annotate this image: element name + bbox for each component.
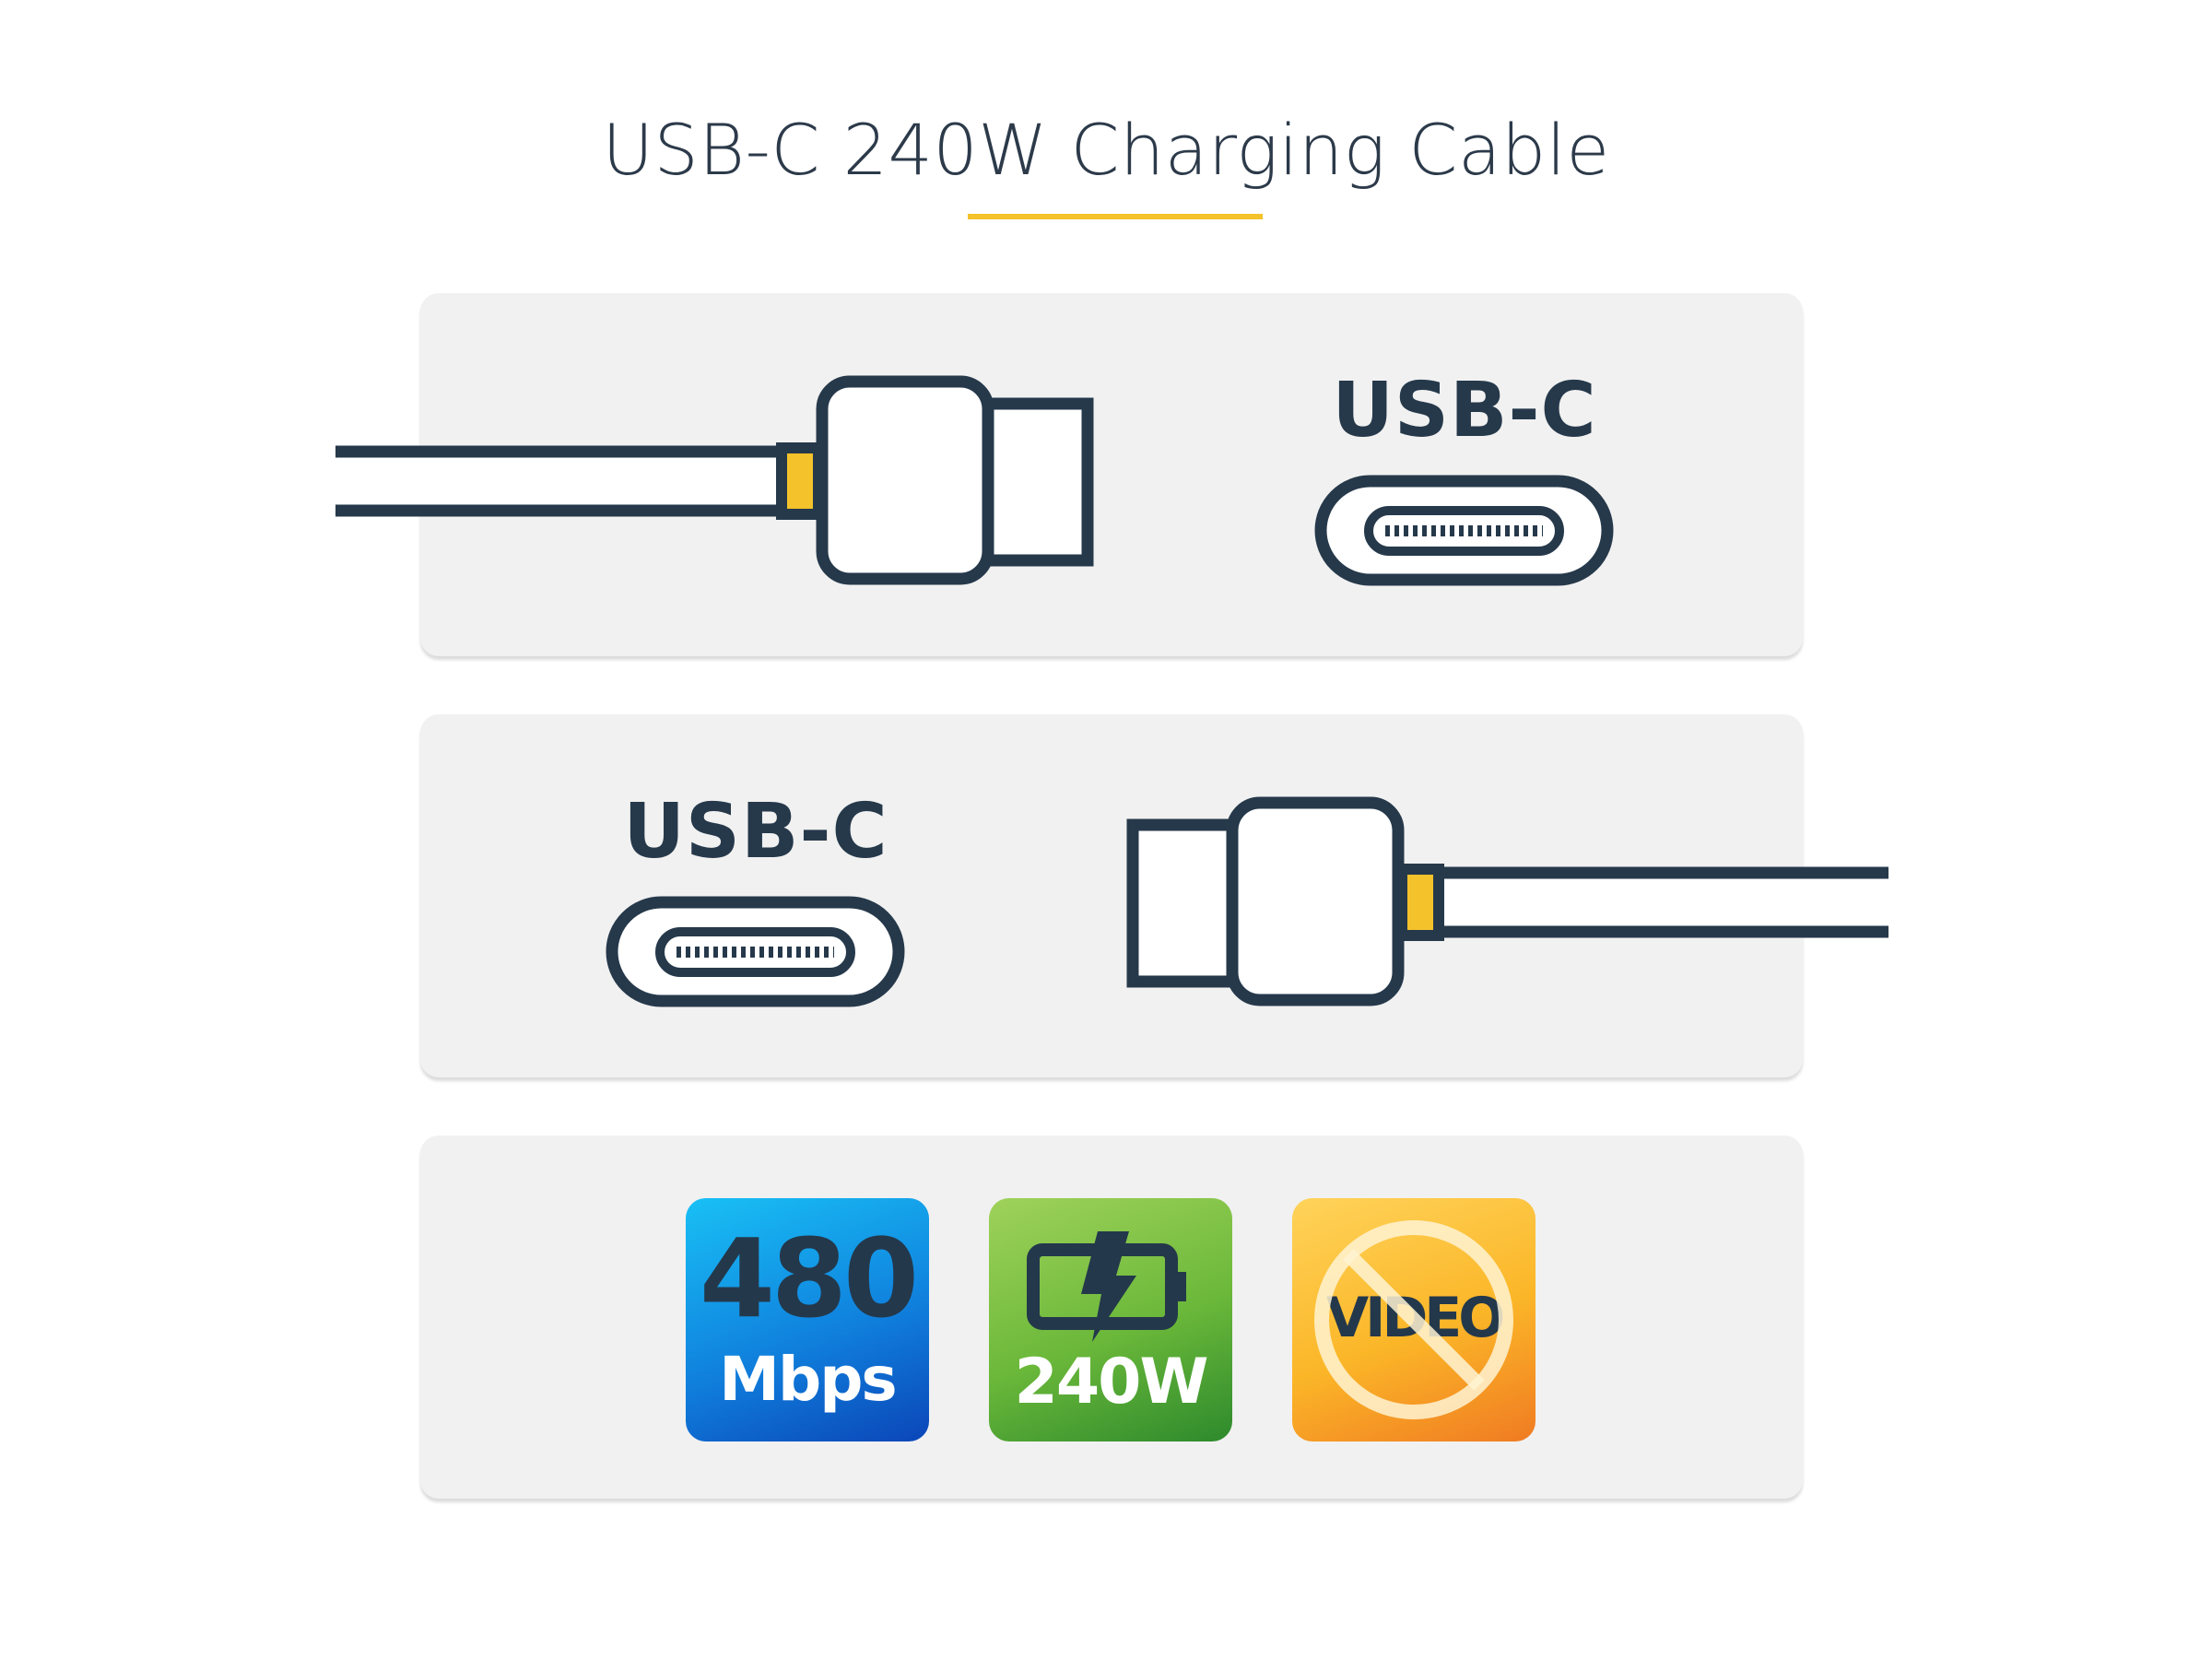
usb-c-plug-left-icon — [335, 375, 1094, 585]
usb-c-port-left-icon — [606, 896, 905, 1007]
strain-relief-right — [1396, 864, 1444, 941]
strain-relief-left — [776, 442, 824, 520]
plug-tip-right — [1126, 818, 1239, 988]
cable-right — [1433, 873, 1888, 932]
data-speed-badge: 480 Mbps — [686, 1198, 929, 1441]
battery-bolt-icon — [1027, 1231, 1186, 1342]
page-title: USB-C 240W Charging Cable — [602, 109, 1610, 191]
speed-unit: Mbps — [719, 1344, 897, 1415]
port-label-top: USB-C — [1332, 367, 1597, 454]
plug-body-right — [1226, 796, 1405, 1006]
no-video-icon — [1314, 1220, 1513, 1419]
usb-c-plug-right-icon — [1126, 796, 1888, 1006]
usb-c-port-right-icon — [1314, 475, 1614, 586]
title-underline — [968, 214, 1263, 219]
port-label-bottom: USB-C — [623, 788, 888, 876]
cable-left — [335, 452, 787, 511]
no-video-badge: VIDEO — [1292, 1198, 1535, 1441]
power-value: 240W — [1014, 1346, 1209, 1418]
plug-tip-left — [982, 397, 1094, 567]
power-delivery-badge: 240W — [989, 1198, 1232, 1441]
plug-body-left — [816, 375, 994, 585]
speed-value: 480 — [699, 1215, 919, 1342]
